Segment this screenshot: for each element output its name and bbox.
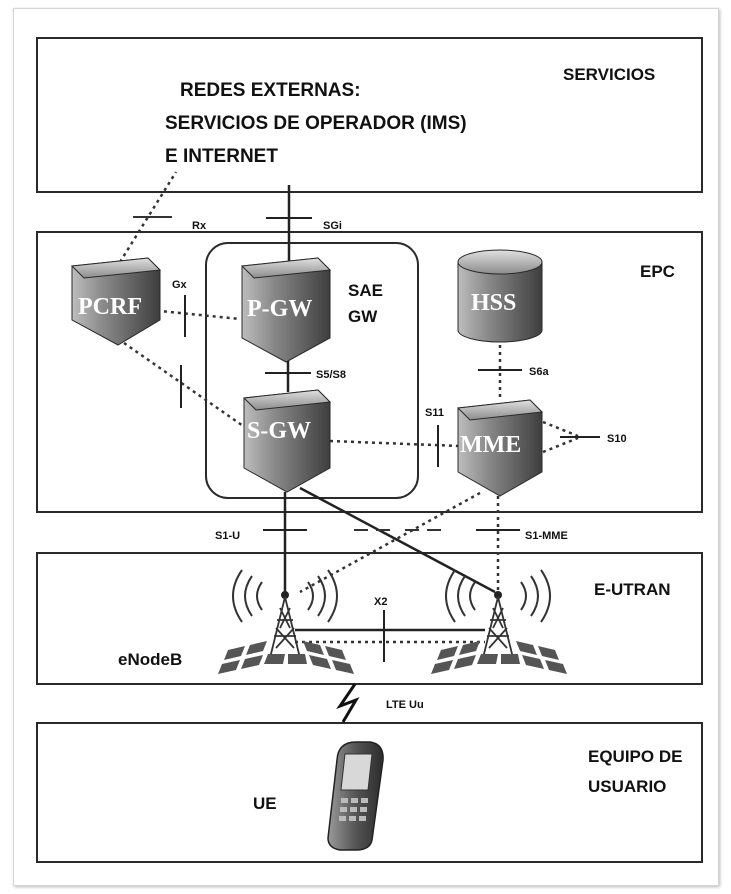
equipo-layer-box [36, 722, 703, 863]
mme-node: MME [456, 399, 544, 497]
enodeb-label: eNodeB [118, 650, 182, 669]
s10-link-upper [542, 420, 579, 438]
rx-label: Rx [192, 220, 207, 232]
s6a-label: S6a [529, 366, 549, 378]
lte-uu-label: LTE Uu [386, 699, 424, 711]
gx-link [149, 308, 241, 321]
x2-label: X2 [374, 596, 387, 608]
pgw-node: P-GW [240, 257, 332, 363]
antenna-waves-left [232, 569, 338, 623]
s10-label: S10 [607, 433, 627, 445]
tower-icon-left [269, 596, 301, 659]
sgi-label: SGi [323, 220, 342, 232]
sae-gw-box [205, 242, 419, 499]
sgw-label: S-GW [247, 418, 311, 444]
eutran-layer-box [36, 552, 703, 685]
external-networks-line3: E INTERNET [165, 146, 278, 167]
s10-link-lower [542, 436, 579, 454]
eutran-label: E-UTRAN [594, 580, 671, 599]
ground-grid-right [431, 641, 567, 674]
epc-layer-box [36, 231, 703, 513]
servicios-label: SERVICIOS [563, 65, 655, 84]
s5-s8-label: S5/S8 [316, 369, 346, 381]
enodeb-right [431, 569, 567, 674]
external-networks-line1: REDES EXTERNAS: [180, 80, 361, 101]
tower-icon-right [482, 596, 514, 659]
figure-frame [13, 8, 719, 886]
s1-mme-label: S1-MME [525, 530, 568, 542]
pcrf-label: PCRF [78, 294, 142, 320]
mme-label: MME [460, 432, 521, 458]
equipo-label-line2: USUARIO [588, 777, 666, 796]
epc-label: EPC [640, 262, 675, 281]
gx-label: Gx [172, 279, 188, 291]
servicios-layer-box [36, 37, 703, 193]
pcrf-sgw-link [123, 341, 247, 430]
ground-grid-left [218, 641, 354, 674]
equipo-label-line1: EQUIPO DE [588, 747, 682, 766]
enodeb-left [218, 569, 354, 674]
s1-u-label: S1-U [215, 530, 240, 542]
sgw-node: S-GW [242, 389, 332, 493]
sae-gw-label-line2: GW [348, 307, 378, 326]
ue-label: UE [253, 794, 277, 813]
antenna-waves-right [445, 569, 551, 623]
s11-label: S11 [425, 407, 444, 419]
s11-link [329, 439, 461, 448]
hss-label: HSS [471, 290, 516, 316]
phone-icon [327, 741, 384, 851]
pcrf-node: PCRF [70, 257, 162, 346]
external-networks-line2: SERVICIOS DE OPERADOR (IMS) [165, 113, 467, 134]
hss-node: HSS [457, 249, 543, 343]
pgw-label: P-GW [247, 296, 312, 322]
s1-mme-link-left [299, 491, 481, 594]
s1-u-link-right [299, 486, 496, 594]
sae-gw-label-line1: SAE [348, 281, 383, 300]
lte-uu-lightning-icon [336, 683, 360, 723]
